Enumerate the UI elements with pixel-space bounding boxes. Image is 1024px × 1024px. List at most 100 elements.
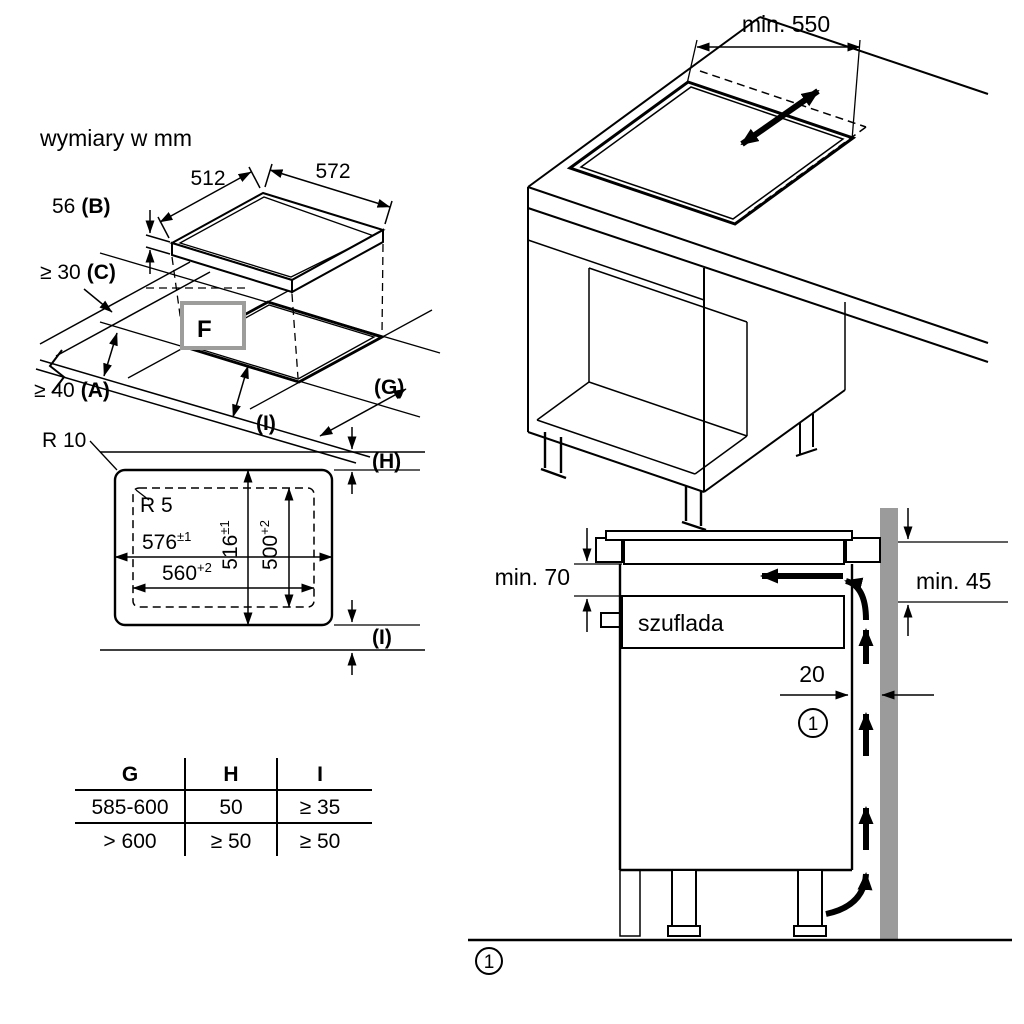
dim-outer-width: 576±1 [142, 529, 191, 554]
cabinet-back-top-edge [588, 267, 748, 323]
witness-line [145, 246, 171, 255]
dim-512: 512 [190, 167, 225, 190]
witness-line [686, 39, 698, 85]
cutout-rect-dashed [132, 487, 315, 608]
dim-arrow-i [232, 365, 249, 418]
cabinet-foot [793, 925, 827, 937]
witness-line [384, 200, 393, 225]
detail-f-box [180, 301, 246, 350]
label-h: (H) [372, 450, 401, 473]
cabinet-leg [540, 432, 567, 480]
cabinet-foot [667, 925, 701, 937]
table-cell: > 600 [103, 830, 156, 853]
clearance-back: ≥ 30(C) [40, 261, 116, 284]
radius-leader [89, 440, 118, 471]
worktop-left-edge-2 [55, 271, 211, 357]
dim-height: 56(B) [52, 195, 111, 218]
cabinet-bottom-right-edge [703, 389, 846, 493]
table-header-i: I [317, 763, 323, 786]
dim-outer-depth: 516±1 [217, 520, 242, 569]
detail-f-label: F [197, 316, 212, 343]
table-header-g: G [122, 763, 138, 786]
hob-top-inset-line [178, 196, 376, 278]
table-cell: ≥ 50 [300, 830, 341, 853]
table-cell: 585-600 [91, 796, 168, 819]
footnote-circle [475, 947, 503, 975]
worktop-front-edge [39, 359, 371, 458]
cabinet-floor-back [588, 381, 748, 437]
table-header-h: H [223, 763, 238, 786]
dim-inner-depth: 500+2 [257, 520, 282, 570]
cabinet-floor-side [694, 435, 748, 475]
plinth-panel [619, 869, 641, 937]
table-cell: 50 [219, 796, 242, 819]
projection-line [381, 243, 384, 335]
witness-line [145, 234, 171, 243]
label-g: (G) [374, 376, 404, 399]
dim-line-512 [159, 171, 252, 223]
worktop-front-top-edge [527, 186, 989, 344]
dim-min-gap-side: min. 45 [916, 568, 991, 594]
cabinet-floor-side [536, 381, 590, 421]
break-symbol [48, 349, 66, 394]
drawer-label: szuflada [638, 610, 724, 636]
clearance-front: ≥ 40(A) [34, 379, 110, 402]
cabinet-leg [795, 414, 818, 457]
footnote: 1 [475, 947, 503, 975]
hob-body-section [623, 539, 845, 565]
worktop-section-right [845, 537, 881, 563]
clearance-back-arrow [83, 288, 113, 313]
projection-line [291, 293, 299, 379]
witness-line [264, 163, 273, 188]
projection-line [171, 256, 185, 345]
section-view: szuflada min. 70 min. 45 20 1 [468, 508, 1012, 942]
insert-direction-arrow [740, 88, 820, 147]
hob-side-face-right [291, 228, 384, 294]
dim-line-572 [269, 169, 391, 208]
dim-arrow-g [319, 388, 407, 437]
worktop-back-edge [759, 16, 989, 95]
hob-outline-rect [113, 468, 334, 627]
worktop-cutout-inner-line [579, 86, 845, 220]
hob-glass-section [605, 530, 853, 541]
cabinet-leg [797, 869, 823, 927]
vent-note-circle [798, 708, 828, 738]
witness-line [851, 39, 861, 141]
worktop-perspective-view: min. 550 [527, 11, 989, 532]
airflow-arrow-curve-bottom [825, 872, 873, 917]
dim-572: 572 [315, 160, 350, 183]
cutout-top-view: R 10 R 5 576±1 560+2 516±1 500+2 (H) (I) [42, 427, 425, 675]
hidden-edge-dashed [747, 126, 867, 214]
worktop-front-bottom-edge [527, 207, 989, 363]
clearance-front-arrow [103, 332, 118, 377]
hob-perspective-view: F 512 572 56(B) ≥ 30(C) ≥ 40(A) (G) (I) [34, 160, 441, 464]
footnote-number: 1 [484, 952, 495, 973]
dim-inner-width: 560+2 [162, 560, 212, 585]
radius-outer-label: R 10 [42, 429, 86, 452]
worktop-left-edge [39, 261, 191, 345]
table-cell: ≥ 35 [300, 796, 341, 819]
hidden-edge-dashed [699, 70, 867, 128]
wall [880, 508, 898, 940]
clearance-table: G H I 585-600 50 ≥ 35 > 600 ≥ 50 ≥ 50 [75, 758, 372, 856]
label-i2: (I) [372, 626, 392, 649]
cabinet-floor-front [536, 419, 696, 475]
drawer-handle [600, 612, 623, 628]
cabinet-leg [671, 869, 697, 927]
cabinet-leg [681, 486, 707, 532]
witness-line [248, 166, 261, 189]
worktop-cutout [566, 80, 857, 226]
airflow-arrow-curve-top [844, 577, 869, 621]
cabinet-top-rail [527, 239, 705, 301]
vent-note-number: 1 [808, 714, 819, 735]
label-i: (I) [256, 412, 276, 435]
hob-top-face [169, 191, 386, 282]
units-note: wymiary w mm [39, 125, 192, 151]
table-cell: ≥ 50 [211, 830, 252, 853]
cabinet-bottom-front-edge [527, 431, 705, 493]
worktop-front-edge-2 [35, 368, 357, 464]
radius-leader [135, 489, 150, 501]
worktop-section-left [595, 537, 623, 563]
